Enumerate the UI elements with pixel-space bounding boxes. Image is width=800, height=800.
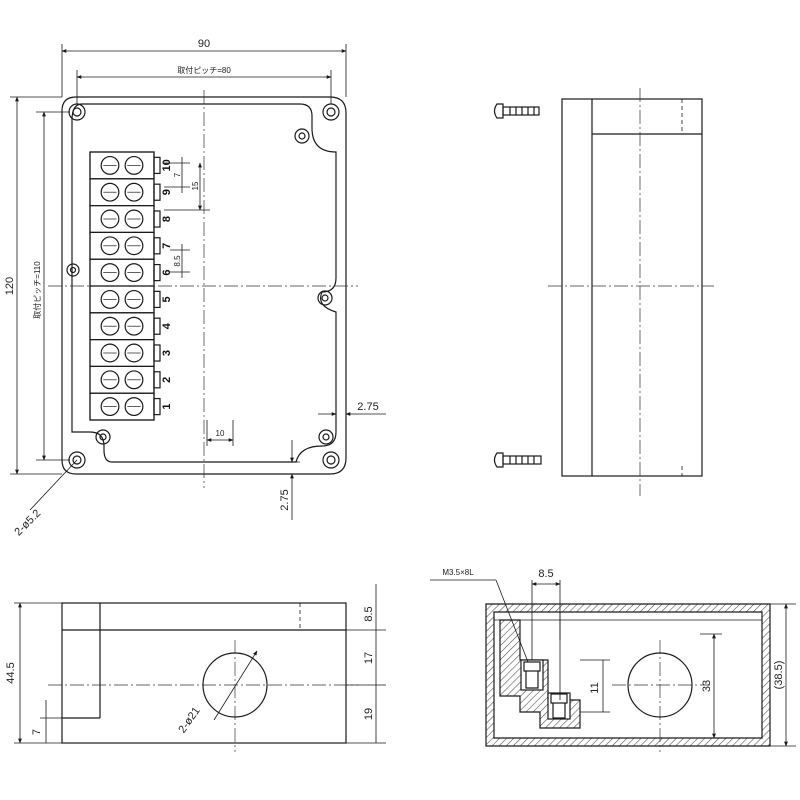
dim-terminal-height: 11 — [589, 682, 601, 693]
dim-mount-pitch-width: 取付ピッチ=80 — [177, 65, 231, 75]
mount-hole-top-left — [68, 103, 86, 121]
terminal-position: 3 — [89, 339, 173, 368]
terminal-block: 1 2 3 4 5 6 7 8 9 10 — [89, 151, 173, 421]
terminal-position: 6 — [89, 258, 173, 287]
terminal-position: 9 — [89, 178, 173, 207]
dim-hole-callout: 2-ø5.2 — [12, 507, 43, 538]
dim-lower: 19 — [363, 708, 375, 720]
dim-screw: M3.5×8L — [442, 568, 474, 577]
side-view — [493, 88, 714, 496]
screw-icon — [493, 103, 540, 119]
terminal-position: 7 — [89, 231, 173, 260]
dim-overall-height: 120 — [4, 277, 16, 295]
dim-terminal-pitch: 7 — [173, 172, 182, 177]
terminal-number: 5 — [161, 296, 173, 302]
terminal-position: 5 — [89, 285, 173, 314]
terminal-screw-icon — [100, 289, 120, 309]
screw-boss-middle — [317, 290, 333, 306]
screw-icon — [493, 452, 542, 468]
dim-middle: 17 — [363, 652, 375, 664]
dim-top-step: 8.5 — [363, 606, 375, 621]
dim-overall-depth: 44.5 — [5, 662, 17, 683]
mount-hole-bottom-right — [322, 451, 340, 469]
terminal-number: 2 — [161, 377, 173, 383]
mount-hole-top-right — [322, 103, 340, 121]
front-dimensions — [10, 44, 386, 520]
dim-terminal-offset: 10 — [216, 429, 225, 438]
terminal-screw-icon — [100, 316, 120, 336]
dim-knockout: 2-ø21 — [176, 705, 202, 735]
side-body — [561, 98, 703, 477]
terminal-screw-icon — [124, 209, 144, 229]
section-view — [430, 579, 796, 752]
terminal-screw-icon — [124, 263, 144, 283]
dim-overall-width: 90 — [198, 38, 210, 50]
dim-mount-pitch-height: 取付ピッチ=110 — [32, 261, 42, 319]
terminal-screw-icon — [100, 343, 120, 363]
terminal-screw-icon — [100, 209, 120, 229]
dim-inner-depth: 33 — [701, 680, 713, 692]
terminal-screw-icon — [124, 397, 144, 417]
front-inner-groove — [71, 103, 337, 463]
terminal-screw-lower — [550, 693, 568, 719]
terminal-number: 1 — [161, 404, 173, 410]
front-view: 1 2 3 4 5 6 7 8 9 10 — [48, 90, 358, 488]
terminal-screw-icon — [124, 236, 144, 256]
dim-wall-bottom: 2.75 — [279, 489, 291, 510]
dim-outer-depth: (38.5) — [773, 661, 785, 690]
terminal-screw-icon — [100, 370, 120, 390]
terminal-position: 2 — [89, 365, 173, 394]
dim-terminal-span: 15 — [191, 181, 200, 190]
bottom-dimension-labels: 44.5 8.5 17 19 7 2-ø21 — [5, 606, 375, 735]
terminal-position: 1 — [89, 392, 173, 421]
bottom-body — [61, 602, 347, 744]
terminal-screw-icon — [124, 182, 144, 202]
terminal-number: 7 — [161, 243, 173, 249]
terminal-screw-upper — [523, 661, 541, 689]
screw-boss-bottom-right — [318, 429, 334, 445]
terminal-screw-icon — [100, 182, 120, 202]
dim-wall-right: 2.75 — [357, 401, 378, 413]
terminal-screw-icon — [100, 397, 120, 417]
terminal-screw-icon — [100, 155, 120, 175]
terminal-number: 6 — [161, 270, 173, 276]
dim-foot: 7 — [31, 729, 43, 735]
terminal-position: 4 — [89, 312, 173, 341]
terminal-number: 9 — [161, 189, 173, 195]
section-dimension-labels: M3.5×8L 8.5 11 33 (38.5) — [442, 568, 785, 694]
terminal-number: 8 — [161, 216, 173, 222]
terminal-number: 3 — [161, 350, 173, 356]
terminal-position: 10 — [89, 151, 173, 180]
terminal-screw-icon — [124, 316, 144, 336]
screw-boss-bottom-left — [95, 429, 111, 445]
terminal-number: 10 — [161, 159, 173, 171]
terminal-screw-icon — [124, 343, 144, 363]
screw-boss-top — [294, 128, 310, 144]
terminal-screw-icon — [100, 236, 120, 256]
bottom-view — [14, 584, 386, 752]
terminal-screw-icon — [100, 263, 120, 283]
terminal-screw-icon — [124, 370, 144, 390]
dim-terminal-depth: 8.5 — [173, 255, 182, 267]
terminal-position: 8 — [89, 205, 173, 234]
terminal-screw-icon — [124, 289, 144, 309]
dim-terminal-width: 8.5 — [538, 568, 553, 580]
terminal-number: 4 — [161, 322, 173, 329]
front-outer-outline — [61, 96, 347, 475]
terminal-screw-icon — [124, 155, 144, 175]
screw-boss-left — [66, 263, 80, 277]
